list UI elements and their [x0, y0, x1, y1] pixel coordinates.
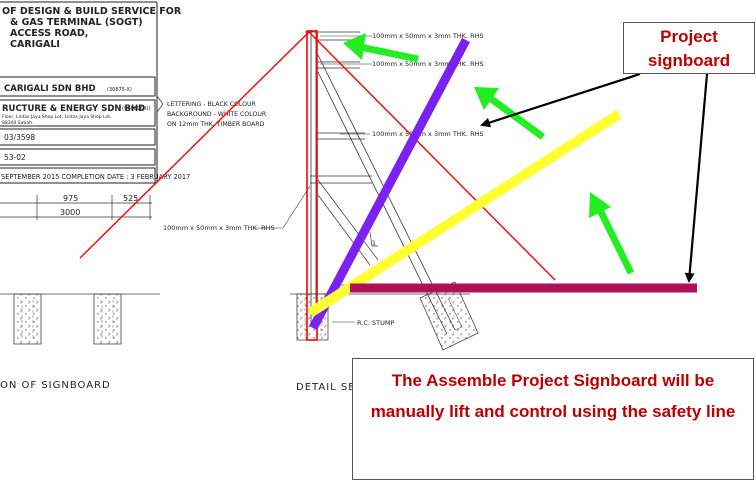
company1-box — [0, 76, 156, 97]
green-arrow-2 — [474, 87, 546, 140]
lettering-annotation: LETTERING - BLACK COLOUR BACKGROUND - WH… — [156, 95, 267, 128]
rhs-label-1: 100mm x 50mm x 3mm THK. RHS — [372, 32, 484, 40]
detail-number-1: 1 — [372, 240, 376, 247]
dates-box — [0, 167, 156, 184]
lettering-line-1: LETTERING - BLACK COLOUR — [167, 101, 257, 108]
company1-reg: (30875-X) — [107, 87, 132, 93]
dim-975: 975 — [63, 194, 78, 203]
red-line-right — [308, 31, 556, 281]
title-line-1: OF DESIGN & BUILD SERVICE FOR — [2, 6, 182, 17]
title-line-3: ACCESS ROAD, — [10, 28, 88, 39]
rhs-label-4: 100mm x 50mm x 3mm THK. RHS — [163, 224, 275, 232]
dates-text: SEPTEMBER 2015 COMPLETION DATE : 3 FEBRU… — [1, 173, 190, 181]
dim-525: 525 — [123, 194, 138, 203]
black-arrow-1 — [480, 72, 641, 128]
detail-section: 1 100mm x 50mm x 3mm THK. RHS 100mm x 50… — [163, 30, 484, 393]
left-caption: ON OF SIGNBOARD — [0, 380, 111, 391]
project-callout-line-1: Project — [660, 27, 718, 46]
company2-reg: (946896-U) — [122, 106, 151, 112]
company2-name: RUCTURE & ENERGY SDN BHD — [2, 104, 145, 114]
ref1-box — [0, 128, 156, 146]
safety-note-callout: The Assemble Project Signboard will be m… — [352, 358, 754, 480]
rhs-label-2: 100mm x 50mm x 3mm THK. RHS — [372, 60, 484, 68]
yellow-line — [307, 109, 622, 318]
purple-line — [309, 37, 470, 331]
red-line-left — [79, 31, 310, 259]
ref2-box — [0, 148, 156, 166]
company2-address-1: Floor, Lintas Jaya Shop Lot, Lintas Jaya… — [2, 114, 111, 120]
company2-address-2: 88300 Sabah. — [2, 120, 33, 126]
project-callout-line-2: signboard — [647, 51, 731, 70]
company1-name: CARIGALI SDN BHD — [4, 84, 96, 94]
rhs-label-3: 100mm x 50mm x 3mm THK. RHS — [372, 130, 484, 138]
company2-box — [0, 99, 156, 127]
overlay-annotations — [79, 30, 709, 341]
green-arrow-1 — [343, 33, 419, 63]
title-line-4: CARIGALI — [10, 39, 60, 50]
left-stump-2 — [93, 293, 122, 345]
ref1-text: 03/3598 — [4, 133, 35, 142]
dim-3000: 3000 — [60, 208, 80, 217]
safety-note-text: The Assemble Project Signboard will be m… — [370, 371, 736, 421]
lettering-line-2: BACKGROUND - WHITE COLOUR — [167, 111, 267, 118]
title-line-2: & GAS TERMINAL (SOGT) — [10, 17, 143, 28]
project-signboard-callout: Project signboard — [623, 22, 755, 74]
red-post-outline — [306, 30, 318, 341]
green-arrow-3 — [589, 192, 635, 275]
rc-stump-label: R.C. STUMP — [357, 319, 394, 327]
left-signboard-elevation: OF DESIGN & BUILD SERVICE FOR & GAS TERM… — [0, 1, 190, 391]
left-stump-1 — [13, 293, 42, 345]
ref2-text: 53-02 — [4, 153, 26, 162]
black-arrow-2 — [684, 73, 709, 283]
